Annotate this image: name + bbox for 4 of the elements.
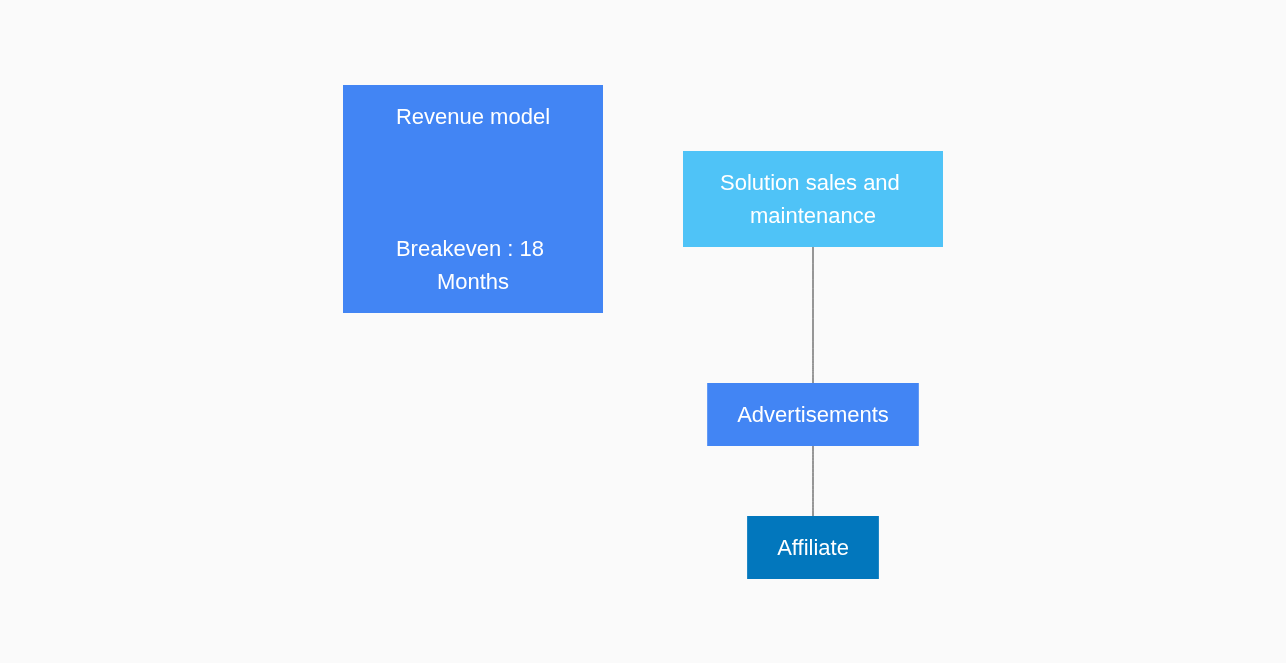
node-box: Advertisements <box>707 382 919 446</box>
node-box: Revenue model Breakeven : 18 Months <box>343 84 603 313</box>
node-box: Solution sales and maintenance <box>683 150 943 247</box>
node-box: Affiliate <box>747 515 879 579</box>
